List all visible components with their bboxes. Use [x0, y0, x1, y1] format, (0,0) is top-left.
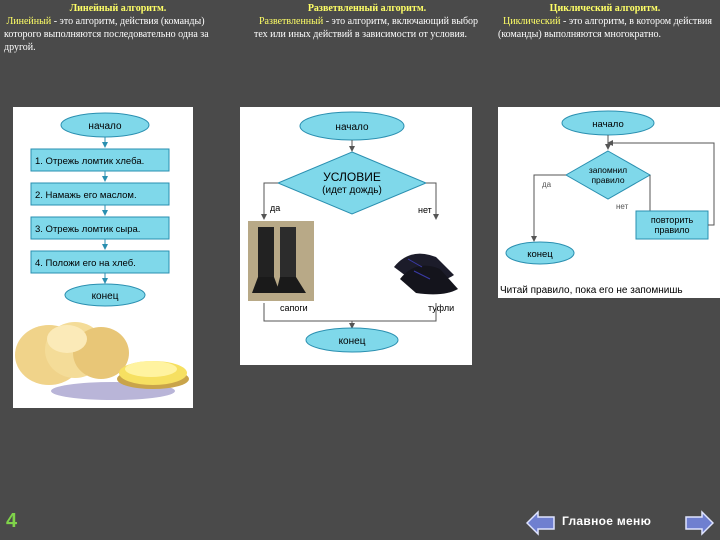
linear-step-2-shape [30, 182, 170, 206]
linear-step-4-shape [30, 250, 170, 274]
linear-step-1-shape [30, 148, 170, 172]
branch-condition-sub: (идет дождь) [322, 185, 382, 196]
cycle-no-label: нет [616, 202, 629, 211]
page-number: 4 [6, 510, 18, 532]
linear-start-label: начало [88, 121, 122, 132]
forward-arrow-button[interactable] [684, 510, 714, 536]
cycle-condition-shape [564, 150, 652, 200]
cycle-action-shape [635, 210, 709, 240]
branch-start-label: начало [335, 122, 369, 133]
cycle-end-label: конец [527, 249, 553, 260]
cycle-yes-label: да [542, 180, 552, 189]
shoes-caption: туфли [428, 303, 454, 313]
cycle-header: Циклический алгоритм. [549, 3, 661, 14]
cycle-start-label: начало [592, 119, 624, 130]
linear-step-2: 2. Намажь его маслом. [35, 190, 137, 201]
linear-definition: - это алгоритм, действия (команды) котор… [4, 16, 209, 53]
linear-flowchart-panel: начало 1. Отрежь ломтик хлеба. 2. Намажь… [13, 107, 193, 408]
main-menu-nav: Главное меню [526, 510, 716, 536]
linear-step-3: 3. Отрежь ломтик сыра. [35, 224, 140, 235]
branch-description: Разветвленный алгоритм. Разветвленный - … [254, 2, 480, 41]
back-arrow-button[interactable] [526, 510, 556, 536]
branch-condition-shape [276, 151, 428, 215]
linear-step-1: 1. Отрежь ломтик хлеба. [35, 156, 144, 167]
branch-flowchart-panel: начало УСЛОВИЕ (идет дождь) да нет сапог… [240, 107, 472, 365]
linear-description: Линейный алгоритм. Линейный - это алгори… [4, 2, 232, 54]
main-menu-link[interactable]: Главное меню [562, 514, 652, 528]
boots-caption: сапоги [280, 303, 308, 313]
linear-end-shape [64, 283, 146, 307]
linear-end-label: конец [92, 291, 119, 302]
branch-no-label: нет [418, 205, 432, 215]
linear-header: Линейный алгоритм. [69, 3, 167, 14]
linear-step-3-shape [30, 216, 170, 240]
cycle-caption: Читай правило, пока его не запомнишь [500, 285, 683, 296]
branch-flowchart: начало УСЛОВИЕ (идет дождь) да нет сапог… [248, 111, 462, 353]
branch-condition-label: УСЛОВИЕ [323, 170, 381, 184]
cycle-end-shape [505, 241, 575, 265]
branch-term: Разветвленный [259, 16, 324, 27]
linear-term: Линейный [6, 16, 52, 27]
bread-cheese-image [15, 322, 189, 400]
linear-flowchart: начало 1. Отрежь ломтик хлеба. 2. Намажь… [15, 112, 189, 400]
branch-header: Разветвленный алгоритм. [307, 3, 427, 14]
branch-end-label: конец [339, 336, 366, 347]
cycle-description: Циклический алгоритм. Циклический - это … [498, 2, 712, 41]
branch-end-shape [305, 327, 399, 353]
linear-step-4: 4. Положи его на хлеб. [35, 258, 136, 269]
boots-image [248, 221, 314, 301]
branch-definition: - это алгоритм, включающий выбор тех или… [254, 16, 479, 40]
cycle-definition: - это алгоритм, в котором действия (кома… [498, 16, 712, 40]
cycle-term: Циклический [503, 16, 561, 27]
shoes-image [388, 225, 462, 299]
branch-yes-label: да [270, 203, 280, 213]
